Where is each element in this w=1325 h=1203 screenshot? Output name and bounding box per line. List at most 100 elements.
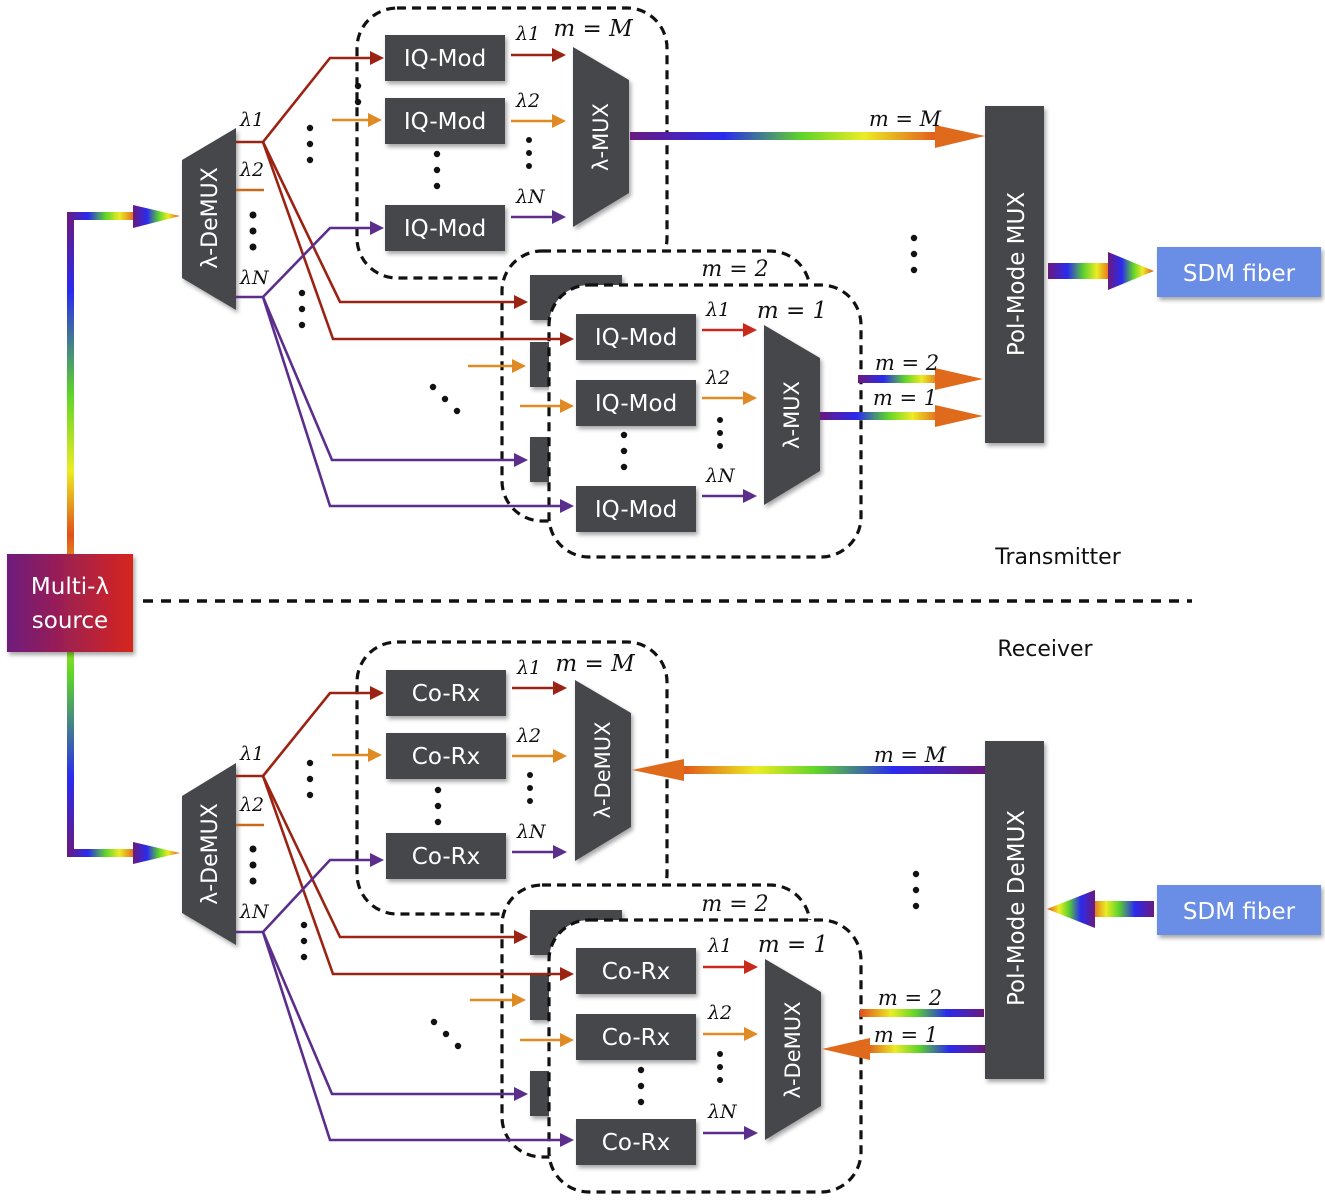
receiver-label: Receiver	[997, 637, 1093, 662]
rx-polmux-to-m2-line	[860, 1009, 984, 1017]
tx-demux-lambdaN: λN	[239, 267, 270, 289]
tx-m1-mod-dots	[620, 431, 628, 471]
tx-m1-lambda1: λ1	[705, 299, 730, 321]
rx-polmux-m2-label: m = 2	[878, 986, 942, 1010]
tx-m1-iqmod-2	[576, 380, 696, 426]
tx-sdm-fiber	[1157, 247, 1321, 297]
tx-m1-iqmod-2-label: IQ-Mod	[595, 391, 677, 417]
rx-mM-corx-2	[386, 733, 506, 779]
tx-m1-lambda2: λ2	[705, 367, 730, 389]
tx-route-dots	[298, 82, 461, 415]
tx-m1-mod-outputs	[702, 323, 757, 503]
tx-demux-lambda2: λ2	[239, 159, 264, 181]
rx-sdm-fiber	[1157, 885, 1321, 935]
tx-m1-lambdaN: λN	[705, 465, 736, 487]
tx-demux-label: λ-DeMUX	[198, 167, 223, 269]
rx-m1-corx-dots	[637, 1066, 645, 1106]
rx-polmux-label: Pol-Mode DeMUX	[1004, 810, 1030, 1006]
tx-wavelength-demux	[182, 128, 236, 310]
rx-demux-lambda1: λ1	[239, 743, 264, 765]
tx-mM-iqmod-N	[385, 205, 505, 251]
rx-mM-lambdaN: λN	[516, 821, 547, 843]
rx-polmux-to-m1-arrow	[822, 1038, 985, 1060]
source-to-rx-arrow	[67, 842, 180, 864]
tx-mM-lambdaN: λN	[515, 186, 546, 208]
tx-m1-iqmod-N	[576, 486, 696, 532]
tx-lambda2-inputs	[332, 113, 574, 413]
rx-demux-lambda2: λ2	[239, 794, 264, 816]
tx-polmux-to-fiber-arrow	[1048, 252, 1154, 290]
tx-polmux-dots	[910, 234, 918, 274]
tx-m1-iqmod-N-label: IQ-Mod	[595, 497, 677, 523]
rx-polmux-mM-label: m = M	[874, 743, 947, 767]
rx-m1-demux-label: λ-DeMUX	[781, 1002, 805, 1099]
rx-mM-lambda2: λ2	[516, 725, 541, 747]
tx-mM-iqmod-2-label: IQ-Mod	[404, 109, 486, 135]
rx-m1-corx-N-label: Co-Rx	[602, 1130, 670, 1156]
tx-mM-to-polmux-arrow	[630, 125, 985, 148]
tx-m1-iqmod-1-label: IQ-Mod	[595, 325, 677, 351]
rx-m1-corx-1-label: Co-Rx	[602, 959, 670, 985]
tx-sdm-fiber-label: SDM fiber	[1183, 261, 1296, 287]
tx-mM-iqmod-N-label: IQ-Mod	[404, 216, 486, 242]
tx-mM-iqmod-1	[385, 35, 505, 81]
source-label-line1: Multi-λ	[31, 574, 109, 600]
tx-m1-mux-label: λ-MUX	[780, 381, 804, 449]
tx-group-m1-label: m = 1	[757, 298, 827, 324]
tx-polmux-m2-label: m = 2	[875, 351, 939, 375]
rx-m1-corx-N	[576, 1119, 696, 1165]
rx-polmux-to-mM-arrow	[632, 759, 985, 781]
tx-mM-mod-outputs	[511, 48, 566, 224]
rx-m1-lambda-demux	[765, 959, 821, 1140]
rx-m1-lambda2: λ2	[707, 1002, 732, 1024]
rx-demux-dots	[249, 845, 257, 885]
rx-m1-lambda1: λ1	[707, 935, 732, 957]
rx-polmux-dots	[912, 870, 920, 910]
tx-input-arrowheads	[370, 51, 574, 513]
tx-m1-iqmod-1	[576, 314, 696, 360]
source-trunk-line	[67, 215, 74, 855]
tx-demux-lambda1: λ1	[239, 109, 264, 131]
tx-m1-lambda-mux	[764, 325, 820, 505]
tx-mM-mod-dots	[433, 150, 441, 190]
rx-sdm-fiber-label: SDM fiber	[1183, 899, 1296, 925]
tx-group-m2-label: m = 2	[701, 257, 768, 282]
rx-lambda1-routes	[261, 691, 565, 976]
rx-mM-lambda1: λ1	[516, 657, 541, 679]
tx-group-mM-label: m = M	[553, 16, 634, 42]
rx-mM-demux-label: λ-DeMUX	[591, 722, 615, 819]
rx-m1-outputs	[703, 960, 758, 1140]
tx-mM-lambda2: λ2	[515, 90, 540, 112]
rx-mM-corx-1-label: Co-Rx	[412, 681, 480, 707]
rx-demux-lambdaN: λN	[239, 901, 270, 923]
rx-group-mM-label: m = M	[555, 651, 636, 677]
rx-polmux-m1-label: m = 1	[874, 1023, 938, 1047]
tx-m1-to-polmux-arrow	[820, 405, 983, 427]
tx-mM-mux-label: λ-MUX	[589, 103, 613, 171]
tx-mM-iqmod-1-label: IQ-Mod	[404, 46, 486, 72]
rx-mM-corx-N	[386, 833, 506, 879]
rx-mM-lambda-demux	[575, 680, 631, 861]
tx-mM-iqmod-2	[385, 98, 505, 144]
rx-lambda2-inputs	[332, 748, 574, 1047]
transmitter-label: Transmitter	[994, 545, 1121, 570]
rx-mM-corx-N-label: Co-Rx	[412, 844, 480, 870]
source-to-tx-arrow	[67, 205, 180, 228]
rx-group-m2-label: m = 2	[701, 892, 768, 917]
tx-lambda1-routes	[261, 56, 565, 341]
tx-mM-lambda-mux	[573, 47, 629, 227]
rx-lambdaN-routes	[261, 858, 565, 1142]
rx-demux-label: λ-DeMUX	[198, 803, 223, 905]
rx-mM-corx-2-label: Co-Rx	[412, 744, 480, 770]
rx-m1-corx-2-label: Co-Rx	[602, 1025, 670, 1051]
rx-m1-corx-2	[576, 1014, 696, 1060]
rx-route-dots	[300, 759, 462, 1050]
tx-polmux-mM-label: m = M	[869, 107, 942, 131]
rx-mM-corx-1	[386, 670, 506, 716]
tx-polmux-m1-label: m = 1	[873, 386, 937, 410]
rx-m1-corx-1	[576, 948, 696, 994]
tx-mM-lambda1: λ1	[515, 23, 540, 45]
rx-fiber-to-polmux-arrow	[1047, 890, 1154, 928]
rx-mM-outputs	[512, 681, 567, 859]
